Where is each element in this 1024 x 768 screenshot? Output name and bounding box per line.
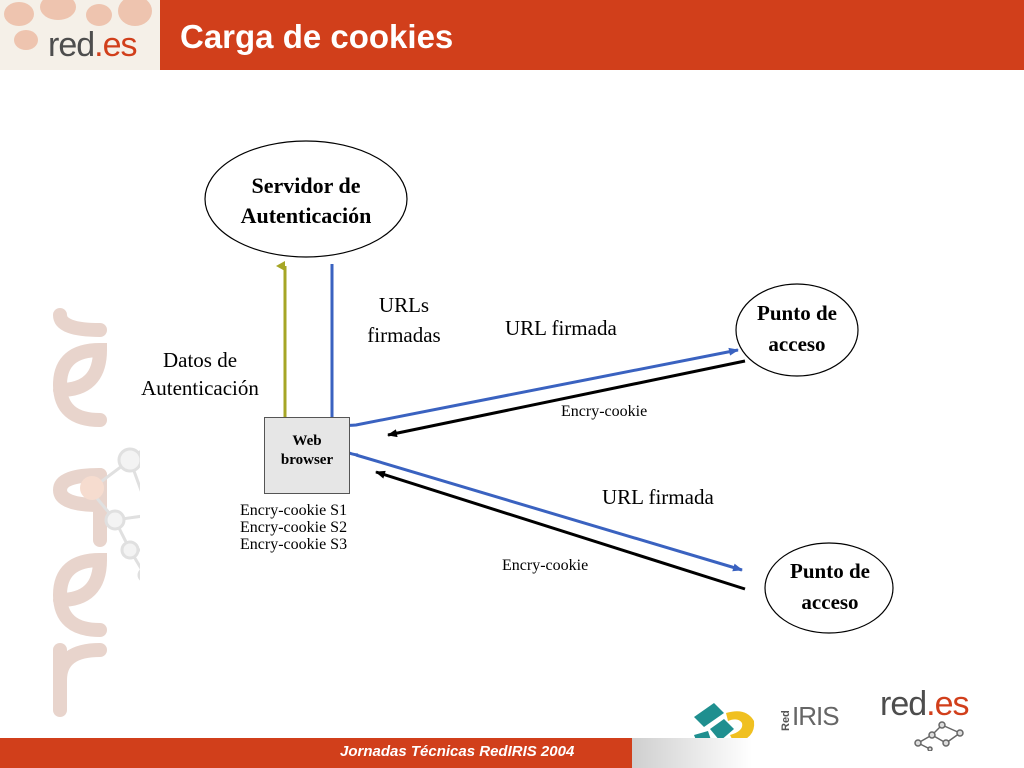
- browser-cookie-list: Encry-cookie S1 Encry-cookie S2 Encry-co…: [240, 502, 347, 553]
- access-point-1-label-line2: acceso: [768, 332, 826, 356]
- web-browser-label: Web browser: [264, 432, 350, 470]
- signed-url-label-top: URL firmada: [505, 316, 617, 340]
- access-point-2-label-line1: Punto de: [790, 559, 870, 583]
- rediris-symbol-icon: [694, 703, 755, 745]
- partner-logos: Red IRIS red.es: [690, 685, 1010, 751]
- access-point-1-label-line1: Punto de: [757, 301, 837, 325]
- access-point-2-node: [764, 542, 894, 634]
- signed-url-label-bottom: URL firmada: [602, 485, 714, 509]
- cookie-arrow-bottom: [375, 470, 746, 591]
- signed-url-line-top: [332, 347, 739, 427]
- encry-cookie-label-top: Encry-cookie: [561, 403, 648, 420]
- footer-bar: [0, 738, 632, 768]
- auth-data-label-line2: Autenticación: [141, 376, 259, 400]
- redes-logo-small: red.es: [880, 685, 970, 724]
- redes-small-main: red: [880, 685, 927, 723]
- auth-server-label-line2: Autenticación: [240, 203, 372, 228]
- redes-logo-text: red.es: [48, 26, 138, 64]
- cookie-s3: Encry-cookie S3: [240, 536, 348, 553]
- footer-fade: [632, 738, 752, 768]
- slide-header: red.es Carga de cookies: [0, 0, 1024, 70]
- redes-small-suffix: es: [934, 685, 970, 723]
- rediris-red-text: Red: [780, 710, 792, 731]
- web-browser-label-line2: browser: [280, 452, 334, 468]
- signed-urls-label-line1: URLs: [378, 293, 430, 317]
- slide-footer: Jornadas Técnicas RedIRIS 2004: [0, 738, 1024, 768]
- slide-title: Carga de cookies: [180, 18, 454, 55]
- encry-cookie-label-bottom: Encry-cookie: [502, 557, 589, 574]
- auth-data-label-line1: Datos de: [162, 348, 238, 372]
- access-point-1-label: Punto de acceso: [737, 298, 857, 360]
- web-browser-node: [264, 417, 350, 494]
- signed-urls-label-line2: firmadas: [367, 323, 441, 347]
- cookie-s1: Encry-cookie S1: [240, 502, 348, 519]
- redes-logo-box: red.es: [0, 0, 160, 70]
- rediris-iris-text: IRIS: [792, 701, 840, 731]
- footer-text: Jornadas Técnicas RedIRIS 2004: [340, 743, 575, 760]
- cookie-arrow-top: [387, 359, 746, 438]
- signed-url-line-bottom: [355, 453, 743, 572]
- redes-watermark-logo: [52, 308, 140, 717]
- auth-data-label: Datos de Autenticación: [120, 346, 280, 402]
- signed-urls-label: URLs firmadas: [350, 290, 458, 350]
- access-point-1-node: [735, 283, 859, 377]
- web-browser-label-line1: Web: [292, 433, 322, 449]
- auth-server-node: [204, 140, 408, 258]
- redes-small-dot: .: [926, 685, 936, 723]
- redes-network-icon: [914, 721, 964, 751]
- auth-server-label: Servidor de Autenticación: [206, 171, 406, 231]
- access-point-2-label-line2: acceso: [801, 590, 859, 614]
- auth-server-label-line1: Servidor de: [251, 173, 361, 198]
- cookie-s2: Encry-cookie S2: [240, 519, 348, 536]
- access-point-2-label: Punto de acceso: [766, 556, 894, 618]
